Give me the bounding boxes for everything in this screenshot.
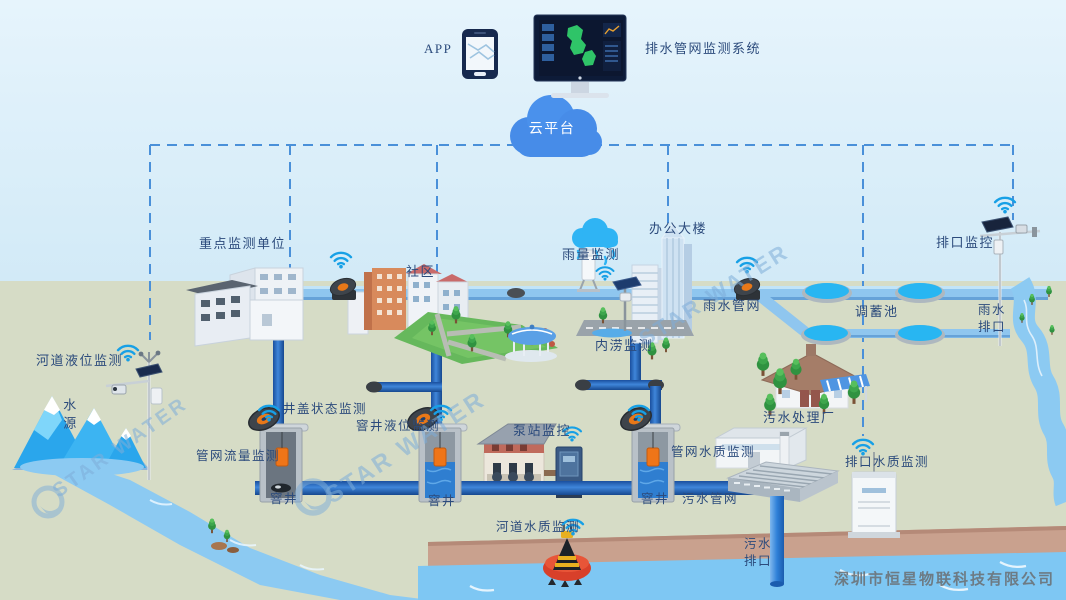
smartphone-icon	[462, 29, 498, 79]
factory-building	[714, 427, 808, 469]
key-unit-drain-pipe	[273, 335, 284, 430]
company-name: 深圳市恒星物联科技有限公司	[834, 572, 1056, 588]
manhole-label-1: 窨井	[270, 492, 299, 506]
waterlogging-label: 内涝监测	[595, 338, 654, 353]
rain-outlet-label: 雨水 排口	[978, 302, 1006, 336]
office-drain-pipe	[630, 333, 641, 385]
manhole-level-label: 窨井液位监测	[356, 419, 441, 433]
system-title: 排水管网监测系统	[645, 41, 762, 56]
water-source-label: 水源	[61, 398, 77, 434]
manhole-label-3: 窨井	[641, 492, 670, 506]
right-branch-pipe	[580, 380, 662, 390]
office-building-label: 办公大楼	[649, 221, 708, 236]
sedimentation-tank	[726, 461, 840, 502]
star-water-logo	[31, 485, 65, 519]
waterlogging-station	[576, 276, 694, 360]
rain-outlet-line2: 排口	[978, 320, 1007, 334]
sewage-outfall-pipe	[770, 496, 784, 587]
river-level-station	[105, 350, 163, 480]
manhole-1	[244, 402, 309, 503]
sewage-pipe-network-label: 污水管网	[682, 492, 739, 506]
flow-monitor-label: 管网流量监测	[196, 449, 281, 463]
channel-joint	[507, 288, 525, 298]
key-unit-building	[186, 267, 304, 347]
manhole-label-2: 窨井	[428, 494, 457, 508]
right-river	[1010, 277, 1066, 507]
quality-monitor-cabinet	[848, 452, 900, 538]
app-label: APP	[424, 41, 453, 56]
outlet-quality-label: 排口水质监测	[845, 455, 930, 469]
community-label: 社区	[406, 264, 436, 279]
sewage-outlet-line1: 污水	[744, 537, 773, 551]
sewage-plant-label: 污水处理厂	[763, 410, 836, 425]
community-drain-pipe	[431, 300, 442, 430]
star-water-logo	[294, 478, 332, 516]
pipe-quality-label: 管网水质监测	[671, 445, 756, 459]
left-river	[55, 460, 430, 600]
storage-pools	[801, 283, 945, 345]
pipe-network	[273, 300, 664, 432]
cover-status-label: 井盖状态监测	[283, 402, 368, 416]
sewage-outlet-line2: 排口	[744, 554, 773, 568]
rain-monitor-label: 雨量监测	[562, 247, 621, 262]
key-unit-label: 重点监测单位	[199, 236, 287, 251]
cloud-platform-label: 云平台	[528, 122, 576, 137]
river-quality-label: 河道水质监测	[496, 520, 581, 534]
cloud-icon	[510, 95, 602, 157]
pump-monitor-label: 泵站监控	[513, 423, 572, 438]
storage-pool-label: 调蓄池	[855, 304, 899, 319]
mid-branch-pipe	[370, 382, 442, 392]
manhole3-feed-pipe	[650, 386, 661, 432]
river-level-label: 河道液位监测	[36, 353, 124, 368]
outlet-monitor-label: 排口监控	[936, 235, 995, 250]
park-gazebo	[505, 324, 557, 362]
rain-pipe-network-label: 雨水管网	[703, 298, 762, 313]
water-quality-buoy	[543, 523, 591, 587]
rain-gauge-device	[577, 249, 600, 292]
rain-outlet-line1: 雨水	[978, 303, 1007, 317]
monitor-icon	[533, 14, 627, 98]
manhole-2	[403, 402, 468, 503]
outlet-monitor-station	[979, 216, 1041, 346]
manhole-3	[616, 402, 681, 503]
sewage-outlet-label: 污水 排口	[744, 536, 772, 570]
rain-cloud-icon	[572, 218, 618, 266]
